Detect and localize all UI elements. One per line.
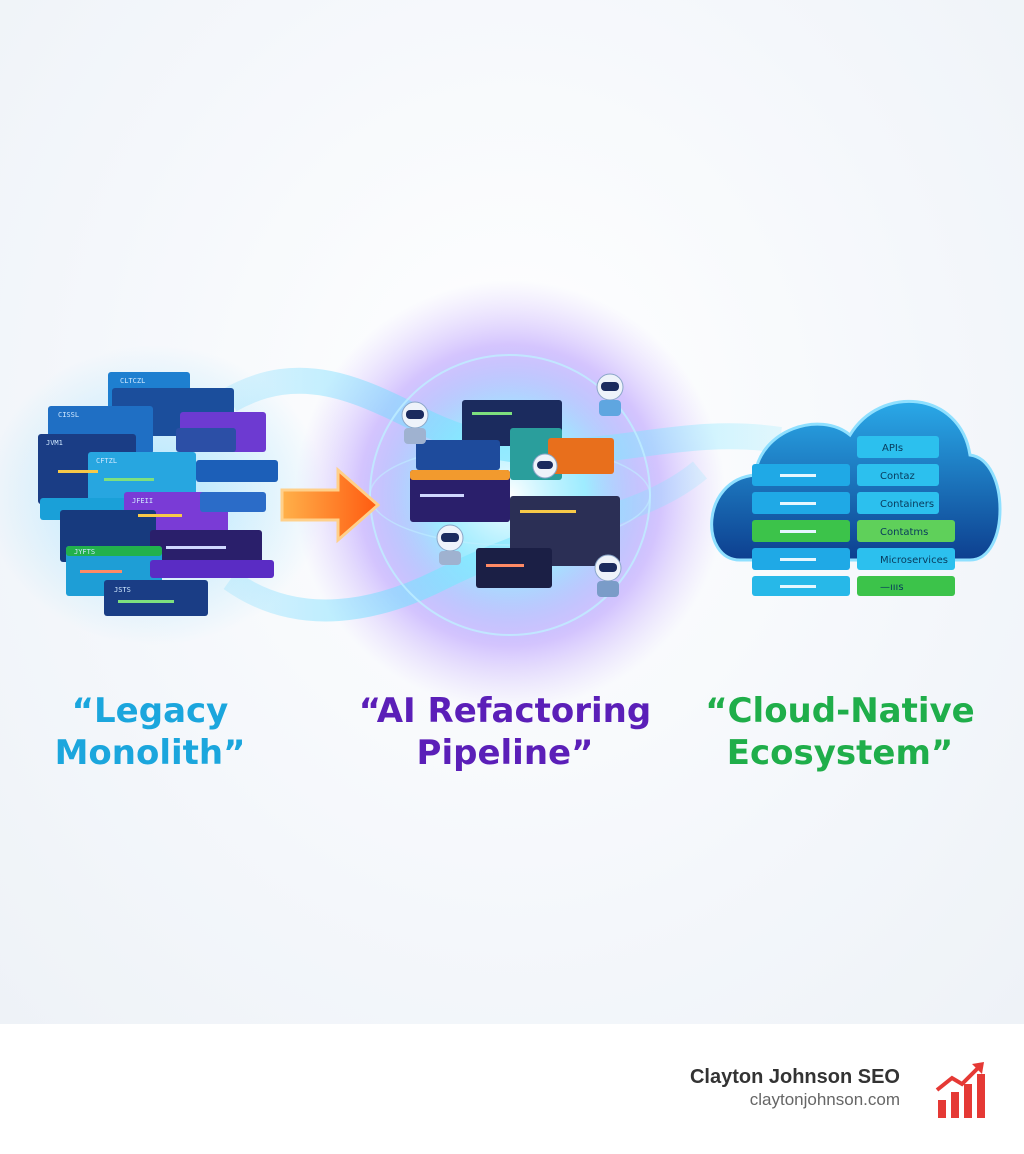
robot-icon — [596, 373, 624, 416]
code-line — [486, 564, 524, 567]
service-label: APIs — [882, 443, 903, 454]
code-window-label: JSTS — [114, 586, 131, 594]
code-line — [118, 600, 174, 603]
illustration-canvas: CLTCZL CISSL JVM1 CFTZL JFEII JYFTS JSTS — [0, 0, 1024, 1024]
code-line — [80, 570, 122, 573]
service-tile — [857, 548, 955, 570]
code-line — [58, 470, 98, 473]
code-window — [150, 560, 274, 578]
tile-line — [780, 502, 816, 505]
code-window-header — [66, 546, 162, 556]
robot-icon — [532, 453, 558, 479]
code-window-label: JFEII — [132, 497, 153, 505]
transform-arrow — [280, 466, 381, 544]
service-tile — [857, 492, 939, 514]
service-label: Microservices — [880, 555, 948, 566]
pipeline-illustration: CLTCZL CISSL JVM1 CFTZL JFEII JYFTS JSTS — [0, 280, 1002, 710]
caption-legacy-monolith: “Legacy Monolith” — [54, 691, 246, 773]
robot-icon — [436, 524, 464, 565]
footer: Clayton Johnson SEO claytonjohnson.com — [0, 1024, 1024, 1154]
code-line — [138, 514, 182, 517]
code-window — [548, 438, 614, 474]
tile-line — [780, 585, 816, 588]
growth-chart-logo-icon — [935, 1062, 985, 1118]
tile-line — [780, 530, 816, 533]
caption-ai-refactoring-pipeline: “AI Refactoring Pipeline” — [358, 691, 652, 773]
service-tile — [857, 576, 955, 596]
code-window-label: JVM1 — [46, 439, 63, 447]
service-label: Containers — [880, 499, 934, 510]
flow-ribbon-bottom — [223, 461, 708, 622]
cloud-service-grid: APIs Contaz Containers Contatms Microser… — [752, 436, 955, 596]
code-line — [520, 510, 576, 513]
code-window — [196, 460, 278, 482]
robot-icon — [401, 401, 429, 444]
flow-ribbon-top — [223, 367, 782, 465]
code-window — [476, 548, 552, 588]
service-tile — [857, 436, 939, 458]
brand-name: Clayton Johnson SEO — [689, 1066, 900, 1088]
code-window-label: CISSL — [58, 411, 79, 419]
caption-cloud-native-ecosystem: “Cloud-Native Ecosystem” — [705, 691, 975, 773]
code-window — [200, 492, 266, 512]
service-label: Contatms — [880, 527, 928, 538]
service-tile — [857, 464, 939, 486]
code-window — [416, 440, 500, 470]
code-window — [176, 428, 236, 452]
service-label: Contaz — [880, 471, 915, 482]
code-window-label: JYFTS — [74, 548, 95, 556]
code-window-header — [410, 470, 510, 480]
code-window — [104, 580, 208, 616]
tile-line — [780, 474, 816, 477]
service-tile — [857, 520, 955, 542]
code-line — [104, 478, 154, 481]
robot-icon — [594, 554, 622, 597]
service-label: —ıııs — [880, 582, 904, 593]
tile-line — [780, 558, 816, 561]
code-line — [420, 494, 464, 497]
brand-url[interactable]: claytonjohnson.com — [749, 1090, 900, 1109]
code-line — [472, 412, 512, 415]
code-window-label: CFTZL — [96, 457, 117, 465]
code-window-label: CLTCZL — [120, 377, 145, 385]
legacy-monolith-stack: CLTCZL CISSL JVM1 CFTZL JFEII JYFTS JSTS — [38, 372, 278, 616]
code-line — [166, 546, 226, 549]
